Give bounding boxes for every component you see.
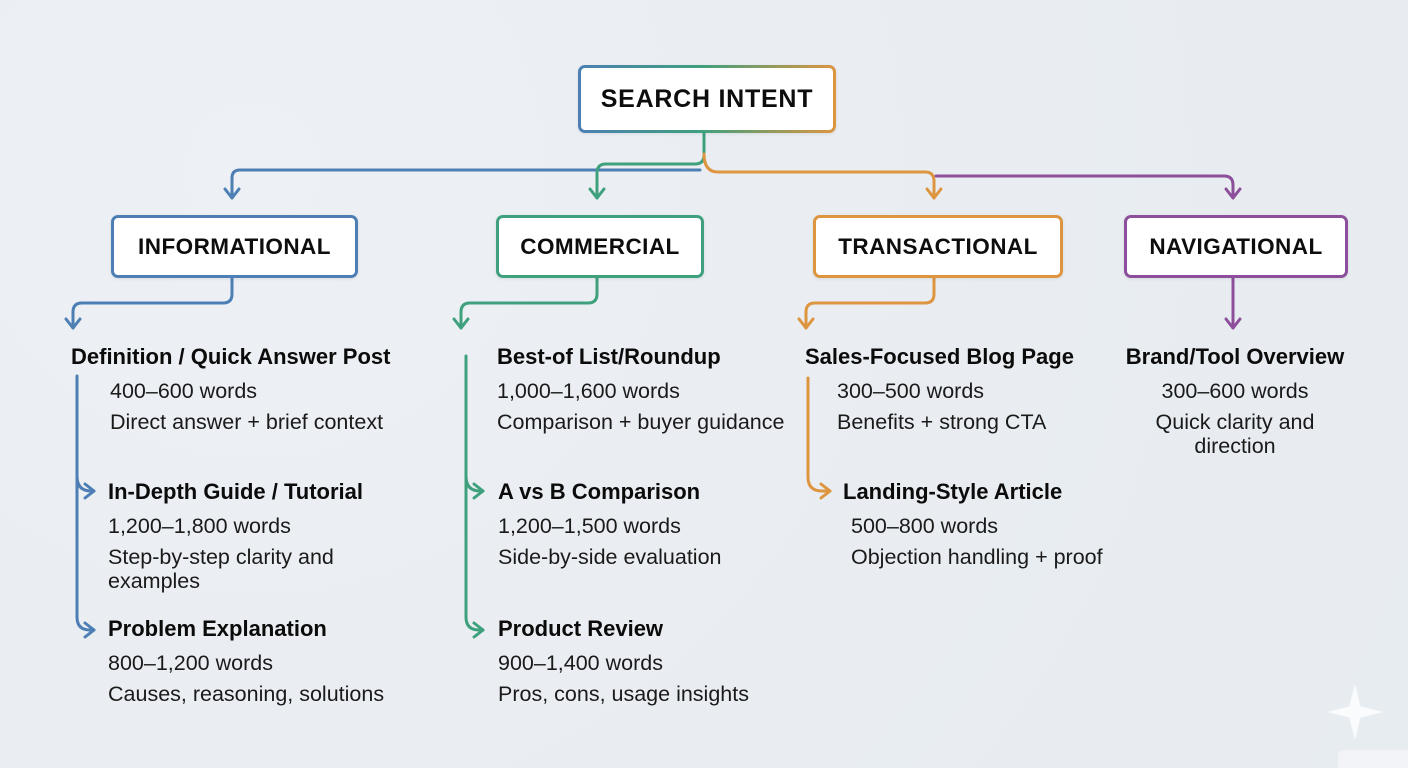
item-wordcount: 400–600 words <box>110 379 258 403</box>
item-heading: Product Review <box>498 616 664 641</box>
item-wordcount: 800–1,200 words <box>108 651 273 675</box>
content-item: Definition / Quick Answer Post 400–600 w… <box>71 344 390 434</box>
branch-label-transactional: TRANSACTIONAL <box>838 233 1038 259</box>
branch-label-navigational: NAVIGATIONAL <box>1149 233 1323 259</box>
guide-commercial-branch <box>464 474 485 500</box>
branch-label-informational: INFORMATIONAL <box>138 233 331 259</box>
connector-root-navigational <box>934 174 1242 200</box>
connector-root-transactional <box>702 152 943 200</box>
content-item: Problem Explanation 800–1,200 words Caus… <box>108 616 384 706</box>
content-item: Product Review 900–1,400 words Pros, con… <box>498 616 749 706</box>
item-wordcount: 1,200–1,800 words <box>108 514 291 538</box>
root-node-search-intent: SEARCH INTENT <box>578 65 836 133</box>
item-description: Direct answer + brief context <box>110 410 384 434</box>
content-item: Landing-Style Article 500–800 words Obje… <box>843 479 1103 569</box>
connector-transactional-item1 <box>797 272 936 330</box>
item-heading: A vs B Comparison <box>498 479 701 504</box>
guide-informational <box>75 374 96 639</box>
item-description: Objection handling + proof <box>851 545 1103 569</box>
connector-commercial-item1 <box>452 272 599 330</box>
root-node-label: SEARCH INTENT <box>600 84 814 113</box>
branch-node-informational: INFORMATIONAL <box>111 215 358 278</box>
corner-glow-decor <box>1338 750 1408 768</box>
content-item: Best-of List/Roundup 1,000–1,600 words C… <box>497 344 784 434</box>
item-description: Causes, reasoning, solutions <box>108 682 385 706</box>
branch-node-navigational: NAVIGATIONAL <box>1124 215 1348 278</box>
item-description: Pros, cons, usage insights <box>498 682 749 706</box>
item-heading: Best-of List/Roundup <box>497 344 721 369</box>
item-description: Side-by-side evaluation <box>498 545 722 569</box>
connector-informational-item1 <box>64 272 234 330</box>
item-heading: Problem Explanation <box>108 616 327 641</box>
branch-node-transactional: TRANSACTIONAL <box>813 215 1063 278</box>
item-wordcount: 1,200–1,500 words <box>498 514 681 538</box>
item-heading: Brand/Tool Overview <box>1125 344 1345 369</box>
item-heading: Definition / Quick Answer Post <box>71 344 391 369</box>
item-description: Quick clarity and direction <box>1155 410 1315 458</box>
item-wordcount: 1,000–1,600 words <box>497 379 680 403</box>
item-wordcount: 300–500 words <box>837 379 985 403</box>
item-heading: In-Depth Guide / Tutorial <box>108 479 364 504</box>
guide-informational-branch <box>75 474 96 500</box>
item-heading: Landing-Style Article <box>843 479 1063 504</box>
branch-node-commercial: COMMERCIAL <box>496 215 704 278</box>
content-item: Sales-Focused Blog Page 300–500 words Be… <box>805 344 1074 434</box>
item-description: Comparison + buyer guidance <box>497 410 785 434</box>
content-item: In-Depth Guide / Tutorial 1,200–1,800 wo… <box>108 479 408 593</box>
branch-label-commercial: COMMERCIAL <box>520 233 680 259</box>
item-wordcount: 300–600 words <box>1161 379 1309 403</box>
guide-commercial <box>464 354 485 639</box>
content-item: Brand/Tool Overview 300–600 words Quick … <box>1123 344 1347 458</box>
connector-root-commercial <box>588 125 706 200</box>
content-item: A vs B Comparison 1,200–1,500 words Side… <box>498 479 722 569</box>
connector-root-informational <box>223 168 702 200</box>
item-description: Step-by-step clarity and examples <box>108 545 334 593</box>
item-wordcount: 500–800 words <box>851 514 999 538</box>
guide-transactional <box>806 376 832 500</box>
item-description: Benefits + strong CTA <box>837 410 1047 434</box>
item-heading: Sales-Focused Blog Page <box>805 344 1074 369</box>
item-wordcount: 900–1,400 words <box>498 651 663 675</box>
